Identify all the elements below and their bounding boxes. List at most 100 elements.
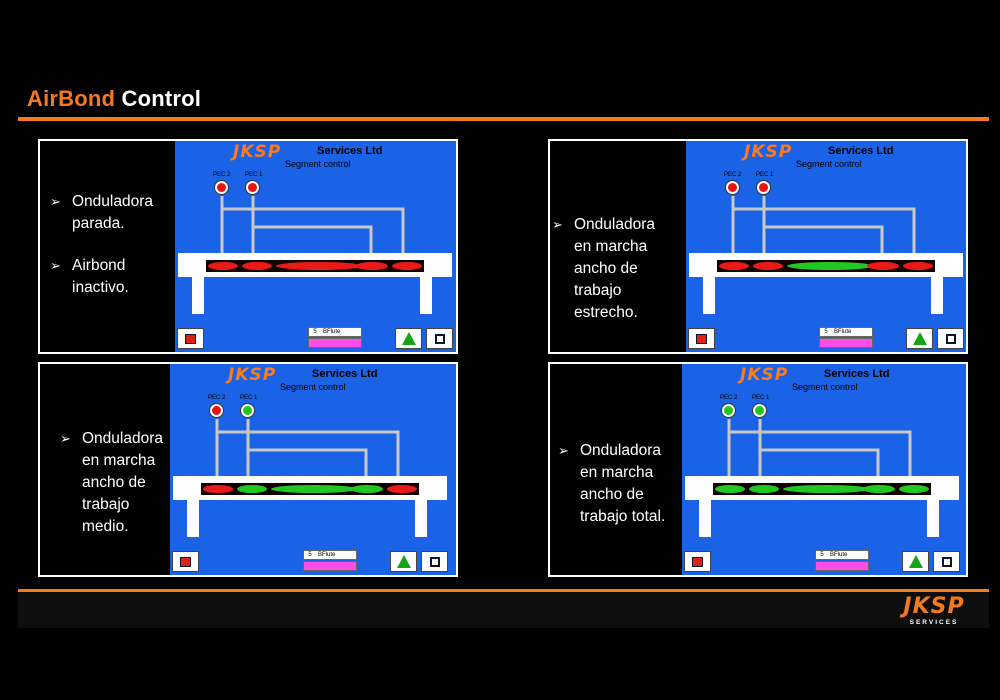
airbond-segment: [715, 485, 745, 493]
network-button[interactable]: [421, 551, 448, 572]
pec2-button[interactable]: [726, 181, 739, 194]
airbond-segment: [783, 485, 869, 493]
bullet-item: ➢ Onduladora en marcha ancho de trabajo e…: [552, 214, 655, 324]
hmi-subtitle: Segment control: [796, 159, 862, 169]
title-control: Control: [121, 86, 202, 111]
status-field[interactable]: [308, 338, 362, 348]
pec2-label: PEC 2: [213, 172, 231, 178]
arrow-bullet-icon: ➢: [50, 194, 61, 209]
hmi-logo: JKSP: [740, 365, 789, 385]
table-leg: [927, 500, 939, 537]
airbond-segment: [351, 485, 383, 493]
pec2-label: PEC 2: [208, 395, 226, 401]
hmi-company: Services Ltd: [317, 145, 383, 157]
arrow-bullet-icon: ➢: [552, 217, 563, 232]
footer-divider: [18, 589, 989, 592]
status-field[interactable]: [815, 561, 869, 571]
footer-band: [18, 592, 989, 628]
menu-button[interactable]: [172, 551, 199, 572]
brand-subtitle: SERVICES: [909, 619, 959, 626]
alarm-button[interactable]: [390, 551, 417, 572]
segment-bar: [201, 483, 419, 495]
flute-number: 5: [308, 552, 312, 558]
panel-4: ➢Onduladora en marcha ancho de trabajo t…: [548, 362, 968, 577]
menu-button[interactable]: [684, 551, 711, 572]
table-leg: [192, 277, 204, 314]
hmi-company: Services Ltd: [828, 145, 894, 157]
network-button[interactable]: [933, 551, 960, 572]
network-button[interactable]: [426, 328, 453, 349]
panel-description: ➢ Onduladora en marcha ancho de trabajo e…: [550, 141, 686, 352]
panel-description: ➢ Onduladora parada.➢ Airbond inactivo.: [40, 141, 175, 352]
bullet-text: Airbond inactivo.: [72, 257, 129, 296]
hmi-company: Services Ltd: [312, 368, 378, 380]
airbond-segment: [208, 262, 238, 270]
airbond-segment: [749, 485, 779, 493]
machine-icon: [692, 557, 703, 567]
segment-bar: [206, 260, 424, 272]
hmi-logo: JKSP: [744, 142, 793, 162]
pec2-label: PEC 2: [720, 395, 738, 401]
pec2-button[interactable]: [215, 181, 228, 194]
segment-bar: [717, 260, 935, 272]
menu-button[interactable]: [177, 328, 204, 349]
pec1-button[interactable]: [241, 404, 254, 417]
slide-title: AirBond Control: [27, 86, 201, 112]
table-leg: [931, 277, 943, 314]
hmi-company: Services Ltd: [824, 368, 890, 380]
bullet-item: ➢Onduladora en marcha ancho de trabajo t…: [558, 440, 665, 528]
air-pipes: [215, 419, 400, 485]
alarm-button[interactable]: [902, 551, 929, 572]
airbond-segment: [356, 262, 388, 270]
airbond-segment: [276, 262, 362, 270]
alarm-button[interactable]: [395, 328, 422, 349]
airbond-segment: [903, 262, 933, 270]
flute-name: BFlute: [318, 552, 336, 558]
menu-button[interactable]: [688, 328, 715, 349]
warning-icon: [913, 332, 927, 345]
network-icon: [430, 557, 440, 567]
hmi-logo: JKSP: [233, 142, 282, 162]
bullet-text: Onduladora en marcha ancho de trabajo to…: [580, 442, 666, 525]
alarm-button[interactable]: [906, 328, 933, 349]
brand-logo: JKSP SERVICES: [884, 595, 984, 627]
status-field[interactable]: [819, 338, 873, 348]
air-pipes: [727, 419, 912, 485]
pec1-button[interactable]: [246, 181, 259, 194]
network-icon: [435, 334, 445, 344]
pec1-button[interactable]: [753, 404, 766, 417]
pec2-button[interactable]: [210, 404, 223, 417]
table-leg: [703, 277, 715, 314]
hmi-subtitle: Segment control: [280, 382, 346, 392]
network-button[interactable]: [937, 328, 964, 349]
machine-icon: [696, 334, 707, 344]
bullet-text: Onduladora parada.: [72, 193, 154, 232]
airbond-segment: [242, 262, 272, 270]
bullet-text: Onduladora en marcha ancho de trabajo es…: [574, 216, 656, 321]
warning-icon: [909, 555, 923, 568]
pec2-button[interactable]: [722, 404, 735, 417]
airbond-segment: [867, 262, 899, 270]
flute-name: BFlute: [834, 329, 852, 335]
panel-description: ➢Onduladora en marcha ancho de trabajo t…: [550, 364, 682, 575]
pec1-button[interactable]: [757, 181, 770, 194]
air-pipes: [220, 196, 405, 262]
segment-bar: [713, 483, 931, 495]
bullet-item: ➢ Onduladora parada.: [50, 191, 153, 235]
flute-field[interactable]: 5 BFlute: [303, 550, 357, 560]
table-leg: [699, 500, 711, 537]
air-pipes: [731, 196, 916, 262]
network-icon: [946, 334, 956, 344]
panel-2: ➢ Onduladora en marcha ancho de trabajo e…: [548, 139, 968, 354]
table-leg: [187, 500, 199, 537]
title-divider: [18, 117, 989, 121]
machine-icon: [185, 334, 196, 344]
status-field[interactable]: [303, 561, 357, 571]
